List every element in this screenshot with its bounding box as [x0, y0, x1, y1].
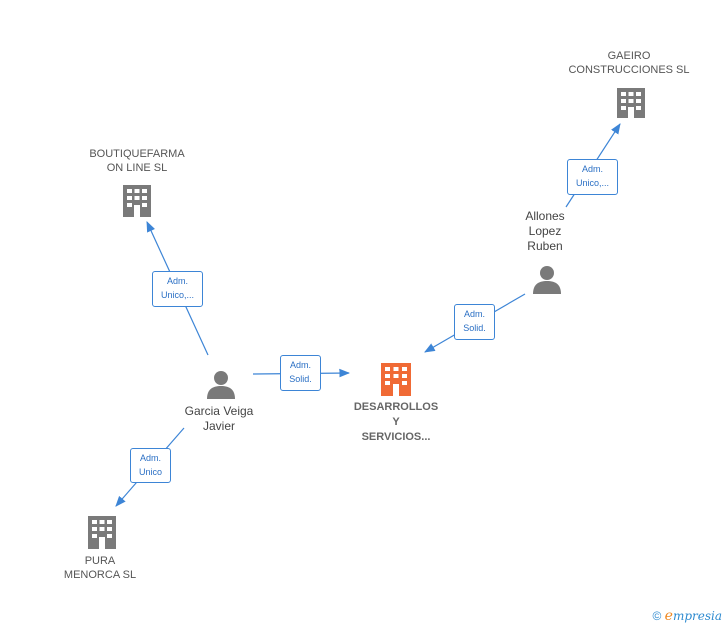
edge-label-line: Unico: [138, 467, 162, 477]
copyright-icon: ©: [652, 609, 662, 623]
person-label-allones[interactable]: Allones Lopez Ruben: [525, 209, 564, 254]
edge-label-line: Unico,...: [575, 178, 609, 188]
edge-label-line: Adm.: [581, 164, 603, 174]
edge-label-garcia-desarrollos[interactable]: Adm. Solid.: [280, 355, 321, 391]
building-icon-pura-menorca[interactable]: [88, 516, 116, 549]
brand-logo-e: e: [664, 608, 673, 624]
label-line: CONSTRUCCIONES SL: [568, 64, 690, 76]
person-label-garcia[interactable]: Garcia Veiga Javier: [185, 404, 254, 434]
building-icon-desarrollos[interactable]: [381, 363, 411, 396]
edge-label-line: Adm.: [463, 309, 485, 319]
label-line: PURA: [84, 555, 116, 567]
brand-footer[interactable]: © empresia: [652, 608, 722, 624]
label-line: MENORCA SL: [63, 569, 137, 581]
company-label-pura-menorca[interactable]: PURA MENORCA SL: [64, 554, 136, 582]
label-line: ON LINE SL: [106, 162, 168, 174]
edge-label-line: Unico,...: [160, 290, 194, 300]
label-line: Garcia Veiga: [184, 404, 254, 418]
edge-label-line: Solid.: [289, 374, 312, 384]
edge-label-allones-gaeiro[interactable]: Adm. Unico,...: [567, 159, 618, 195]
person-icon-garcia[interactable]: [207, 371, 235, 399]
building-icon-boutiquefarma[interactable]: [123, 185, 151, 217]
edge-label-allones-desarrollos[interactable]: Adm. Solid.: [454, 304, 495, 340]
edge-label-line: Solid.: [463, 323, 486, 333]
brand-logo-text: mpresia: [672, 609, 722, 623]
edge-label-line: Adm.: [289, 360, 311, 370]
label-line: Lopez: [528, 224, 562, 238]
label-line: BOUTIQUEFARMA: [89, 148, 185, 160]
label-line: SERVICIOS...: [361, 431, 431, 443]
label-line: Javier: [202, 419, 235, 433]
building-icon-gaeiro[interactable]: [617, 88, 645, 118]
label-line: GAEIRO: [607, 50, 651, 62]
company-label-boutiquefarma[interactable]: BOUTIQUEFARMA ON LINE SL: [89, 147, 184, 175]
edge-label-garcia-pura[interactable]: Adm. Unico: [130, 448, 171, 483]
label-line: Allones: [525, 209, 565, 223]
label-line: Ruben: [527, 239, 563, 253]
edge-label-garcia-boutiquefarma[interactable]: Adm. Unico,...: [152, 271, 203, 307]
company-label-desarrollos[interactable]: DESARROLLOS Y SERVICIOS...: [354, 400, 438, 445]
edge-label-line: Adm.: [166, 276, 188, 286]
person-icon-allones[interactable]: [533, 266, 561, 294]
label-line: Y: [392, 416, 400, 428]
label-line: DESARROLLOS: [353, 401, 439, 413]
company-label-gaeiro[interactable]: GAEIRO CONSTRUCCIONES SL: [568, 49, 689, 77]
edge-label-line: Adm.: [139, 453, 161, 463]
